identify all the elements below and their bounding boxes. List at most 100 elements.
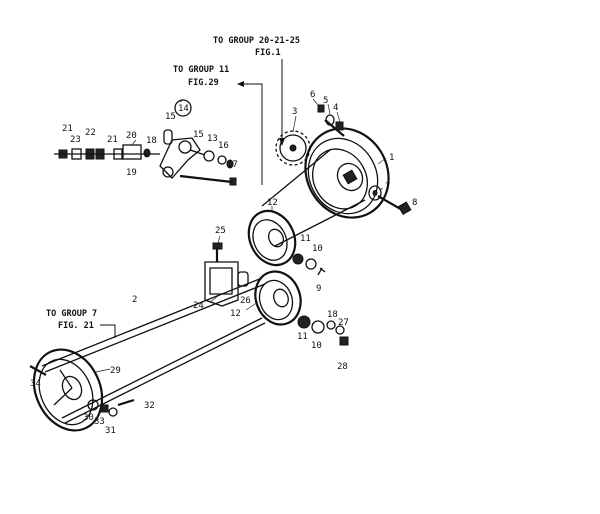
washer-16 [217, 155, 227, 165]
part-number-20: 20 [126, 131, 137, 141]
pulley-hub [273, 288, 289, 308]
bolt-assembly-7-8 [368, 185, 412, 216]
part-number-labels: 1 2 3 24 4 5 6 7 8 9 10 10 11 11 12 12 1… [30, 90, 417, 436]
part-number-18a: 18 [146, 136, 157, 146]
pulley-hub [61, 375, 83, 401]
reference-line1: TO GROUP 11 [173, 65, 229, 75]
part-number-15b: 15 [193, 130, 204, 140]
stud-head [212, 242, 223, 250]
pulley-hub [336, 162, 364, 192]
part-number-28: 28 [337, 362, 348, 372]
part-number-24: 24 [193, 301, 204, 311]
pulley-rim [247, 209, 297, 267]
washer-13 [203, 150, 215, 162]
part-number-9: 9 [316, 284, 321, 294]
part-number-21a: 21 [62, 124, 73, 134]
part-number-4: 4 [333, 103, 338, 113]
pulley-groove [252, 219, 288, 261]
bolt-assembly-4-5-6 [317, 104, 345, 137]
leader-1 [377, 157, 387, 165]
washer-27 [335, 325, 345, 335]
nut-6 [317, 104, 325, 113]
part-number-33: 33 [94, 417, 105, 427]
bolt-4-head [335, 121, 344, 131]
part-number-7: 7 [385, 182, 390, 192]
part-15-bushing [163, 129, 173, 145]
pulley-hub [267, 228, 285, 248]
part-number-18b: 18 [327, 310, 338, 320]
pulley-rim [32, 348, 104, 432]
part-number-10b: 10 [311, 341, 322, 351]
part-number-5: 5 [323, 96, 328, 106]
leader-29 [95, 368, 111, 373]
part-18 [143, 148, 151, 158]
nut-33 [100, 404, 109, 413]
washer-10 [311, 320, 325, 334]
leader-20 [131, 139, 137, 146]
sprocket-body [279, 134, 307, 162]
washer-7-hole [372, 190, 378, 196]
part-number-25: 25 [215, 226, 226, 236]
pulley-rim [254, 270, 302, 326]
leader-14 [179, 99, 184, 103]
part-number-30: 30 [83, 413, 94, 423]
pulley-groove [38, 358, 94, 426]
belt-strand-top [41, 277, 263, 367]
reference-line2: FIG.1 [255, 48, 281, 58]
rod-nut [229, 177, 237, 186]
part-number-17: 17 [227, 160, 238, 170]
belt-strand-bottom [61, 317, 263, 419]
part-number-22: 22 [85, 128, 96, 138]
part-number-13: 13 [207, 134, 218, 144]
leader-7 [379, 187, 384, 191]
reference-line1: TO GROUP 20-21-25 [213, 36, 300, 46]
leader-4 [336, 111, 341, 123]
threaded-rod [179, 174, 233, 184]
part-number-31: 31 [105, 426, 116, 436]
pulley-groove [307, 137, 379, 215]
pulley-web [312, 148, 368, 210]
part-number-16: 16 [218, 141, 229, 151]
pulley-12-lower [254, 270, 349, 346]
arm-link [189, 149, 206, 156]
part-number-2: 2 [132, 295, 137, 305]
nut-28 [339, 336, 349, 346]
bracket-inner [209, 267, 233, 295]
part-number-15a: 15 [165, 112, 176, 122]
pulley-29 [29, 348, 135, 432]
pulley-rim [304, 127, 390, 219]
leader-25 [217, 235, 221, 244]
part-number-21b: 21 [107, 135, 118, 145]
reference-arrowhead [237, 81, 244, 87]
washer-30 [87, 399, 99, 411]
stud-25 [212, 242, 223, 262]
sprocket-bore [289, 144, 297, 152]
reference-line2: FIG.29 [188, 78, 219, 88]
bracket-plate [204, 261, 239, 307]
pulley-hub-bore [342, 169, 358, 185]
reference-group-20-21-25: TO GROUP 20-21-25 FIG.1 [213, 36, 300, 146]
part-number-1: 1 [389, 153, 394, 163]
leader-24 [209, 295, 219, 303]
bolt-32 [117, 398, 135, 407]
bearing-11 [297, 315, 311, 329]
reference-arrow [243, 83, 263, 185]
washer-10 [305, 258, 317, 270]
part-number-11b: 11 [297, 332, 308, 342]
part-number-23: 23 [70, 135, 81, 145]
part-number-6: 6 [310, 90, 315, 100]
part-number-12a: 12 [267, 198, 278, 208]
reference-group-7: TO GROUP 7 FIG. 21 [46, 309, 116, 338]
part-number-8: 8 [412, 198, 417, 208]
part-number-10a: 10 [312, 244, 323, 254]
bolt-4-shank [324, 119, 345, 137]
sprocket-3 [275, 130, 311, 166]
bolt-8-head [397, 201, 412, 216]
part-number-11a: 11 [300, 234, 311, 244]
adjuster-row [54, 144, 160, 160]
washer-18 [326, 320, 336, 330]
leader-12b [245, 301, 259, 311]
part-number-3: 3 [292, 107, 297, 117]
reference-line1: TO GROUP 7 [46, 309, 97, 319]
